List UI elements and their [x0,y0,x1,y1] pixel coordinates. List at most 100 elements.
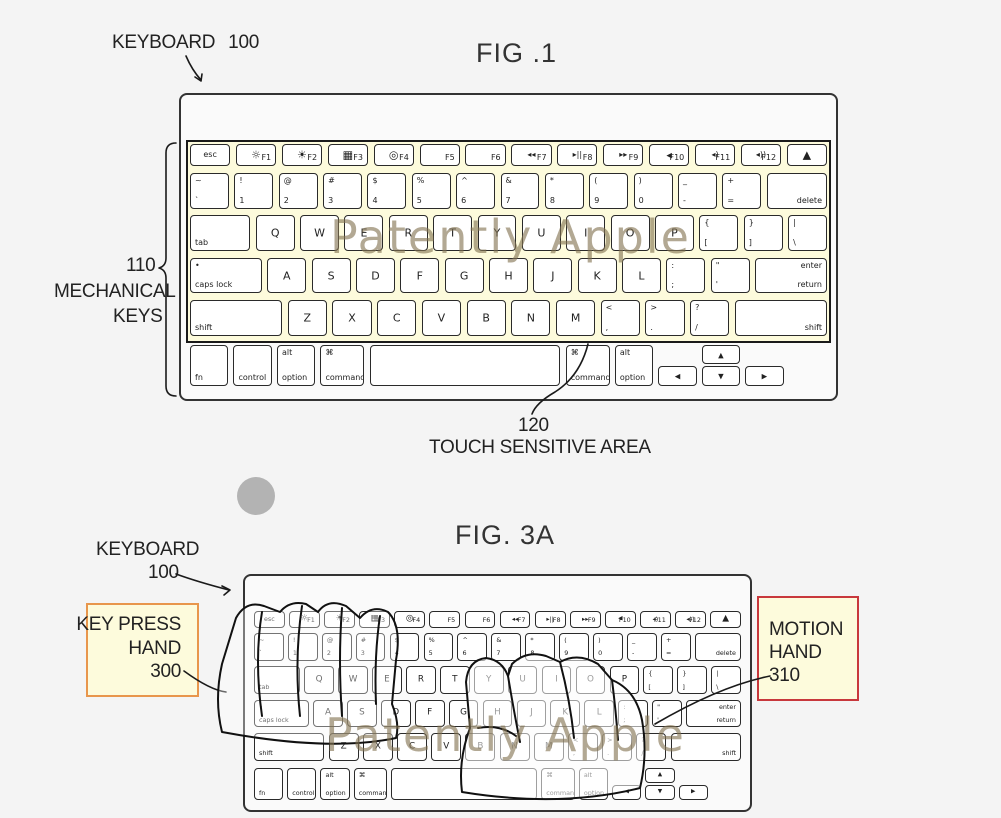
key-fn-9[interactable]: ▸▸F9 [569,610,601,628]
key-bottom-1[interactable]: Z [328,732,359,761]
key-home-4[interactable]: F [400,257,440,294]
key-bottom-3[interactable]: C [377,300,417,336]
key-fn-12[interactable]: ◂))F12 [740,144,782,167]
key-number-8[interactable]: *8 [544,172,584,209]
key-number-2[interactable]: @2 [321,633,352,661]
key-top-12[interactable]: }] [677,666,708,695]
key-fn-9[interactable]: ▸▸F9 [603,144,644,167]
key-modifier-5[interactable]: ⌘command [565,344,610,387]
key-number-2[interactable]: @2 [278,172,318,209]
key-fn-7[interactable]: ◂◂F7 [499,610,531,628]
key-fn-12[interactable]: ◂))F12 [675,610,706,628]
key-bottom-10[interactable]: ?/ [690,300,730,336]
key-fn-5[interactable]: F5 [429,610,461,628]
key-fn-6[interactable]: F6 [465,144,506,167]
key-fn-1[interactable]: ☼F1 [289,610,320,628]
key-number-11[interactable]: _- [677,172,717,209]
key-top-3[interactable]: E [344,215,384,251]
key-fn-2[interactable]: ☀F2 [281,144,323,167]
key-fn-4[interactable]: ◎F4 [373,144,414,167]
key-modifier-3[interactable]: ⌘command [320,344,365,387]
key-top-2[interactable]: W [338,666,368,695]
key-bottom-3[interactable]: C [397,732,428,761]
key-number-6[interactable]: ^6 [456,172,496,209]
key-fn-10[interactable]: ◂F10 [604,610,636,628]
key-number-0[interactable]: ~` [190,172,229,209]
key-modifier-9[interactable]: ▾ [645,784,675,800]
key-home-2[interactable]: S [311,257,351,294]
key-fn-7[interactable]: ◂◂F7 [511,144,552,167]
key-home-11[interactable]: "' [710,257,750,294]
key-bottom-8[interactable]: <, [600,300,640,336]
key-top-11[interactable]: {[ [643,666,674,695]
key-number-12[interactable]: += [660,633,691,661]
key-fn-11[interactable]: ◂)F11 [640,610,671,628]
key-home-3[interactable]: D [356,257,395,294]
key-modifier-9[interactable]: ▾ [701,366,741,387]
key-home-4[interactable]: F [414,699,445,728]
key-number-9[interactable]: (9 [589,172,629,209]
key-fn-5[interactable]: F5 [419,144,460,167]
key-top-6[interactable]: Y [477,215,517,251]
key-number-13[interactable]: delete [766,172,827,209]
key-fn-8[interactable]: ▸||F8 [534,610,566,628]
key-home-8[interactable]: K [577,257,617,294]
key-number-7[interactable]: &7 [500,172,540,209]
key-modifier-8[interactable]: ▴ [645,767,675,783]
key-number-1[interactable]: !1 [287,633,318,661]
key-home-1[interactable]: A [267,257,307,294]
key-number-6[interactable]: ^6 [457,633,488,661]
key-modifier-10[interactable]: ▸ [678,784,708,800]
key-number-4[interactable]: $4 [367,172,407,209]
key-home-9[interactable]: L [622,257,661,294]
key-modifier-10[interactable]: ▸ [745,366,784,387]
key-number-10[interactable]: )0 [633,172,673,209]
key-bottom-11[interactable]: shift [734,300,827,336]
key-top-8[interactable]: I [566,215,606,251]
key-fn-1[interactable]: ☼F1 [235,144,277,167]
key-bottom-0[interactable]: shift [254,732,325,761]
key-modifier-1[interactable]: control [287,767,317,800]
key-bottom-6[interactable]: N [511,300,551,336]
key-bottom-2[interactable]: X [332,300,372,336]
key-top-5[interactable]: T [433,215,473,251]
key-bottom-4[interactable]: V [421,300,462,336]
key-home-2[interactable]: S [347,699,377,728]
key-fn-4[interactable]: ◎F4 [394,610,426,628]
key-top-7[interactable]: U [521,215,561,251]
key-bottom-2[interactable]: X [362,732,393,761]
key-number-3[interactable]: #3 [323,172,362,209]
key-number-13[interactable]: delete [694,633,741,661]
key-number-11[interactable]: _- [627,633,657,661]
key-top-13[interactable]: |\ [788,215,827,251]
key-bottom-7[interactable]: M [555,300,596,336]
key-fn-8[interactable]: ▸||F8 [557,144,598,167]
key-number-3[interactable]: #3 [355,633,386,661]
key-top-12[interactable]: }] [743,215,783,251]
key-fn-13[interactable]: ▲ [786,144,827,167]
key-top-2[interactable]: W [300,215,340,251]
key-number-1[interactable]: !1 [234,172,274,209]
key-number-10[interactable]: )0 [593,633,623,661]
key-home-5[interactable]: G [444,257,484,294]
key-modifier-1[interactable]: control [233,344,272,387]
key-number-4[interactable]: $4 [389,633,420,661]
key-fn-3[interactable]: ▦F3 [327,144,368,167]
key-top-11[interactable]: {[ [699,215,739,251]
key-modifier-3[interactable]: ⌘command [353,767,388,800]
key-top-5[interactable]: T [439,666,470,695]
key-top-1[interactable]: Q [255,215,295,251]
key-bottom-5[interactable]: B [466,300,506,336]
key-top-3[interactable]: E [372,666,402,695]
key-number-5[interactable]: %5 [411,172,451,209]
key-fn-6[interactable]: F6 [464,610,496,628]
key-number-7[interactable]: &7 [491,633,522,661]
key-fn-2[interactable]: ☀F2 [324,610,355,628]
key-fn-13[interactable]: ▲ [710,610,741,628]
key-modifier-8[interactable]: ▴ [701,344,741,365]
